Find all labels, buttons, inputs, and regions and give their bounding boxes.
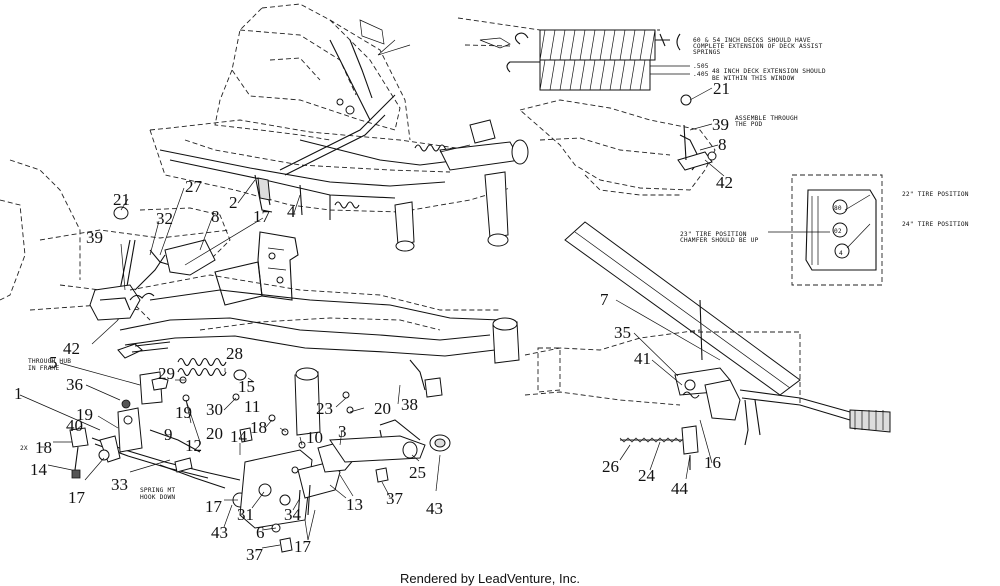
render-credit: Rendered by LeadVenture, Inc. [400, 571, 580, 586]
callout-6: 6 [256, 523, 265, 542]
callout-36: 36 [66, 375, 83, 394]
left-lever-assembly [0, 159, 231, 321]
callout-42: 42 [63, 339, 80, 358]
callout-44: 44 [671, 479, 689, 498]
tire-position-detail [791, 174, 883, 286]
upper-frame-assembly [149, 3, 529, 252]
callout-14: 14 [230, 427, 248, 446]
note-tire-23-line1: 23" TIRE POSITION [680, 231, 747, 238]
callout-26: 26 [602, 457, 619, 476]
callout-30: 30 [206, 400, 223, 419]
note-deck-assist-line2: COMPLETE EXTENSION OF DECK ASSIST [693, 43, 823, 50]
callout-17: 17 [68, 488, 86, 507]
callout-41: 41 [634, 349, 651, 368]
callout-34: 34 [284, 505, 302, 524]
callout-9: 9 [164, 425, 173, 444]
note-deck48-line2: BE WITHIN THIS WINDOW [712, 75, 795, 82]
callout-10: 10 [306, 428, 323, 447]
callout-1: 1 [14, 384, 23, 403]
callout-21: 21 [113, 190, 130, 209]
callout-40: 40 [66, 416, 83, 435]
deck-assist-spring-detail [457, 17, 690, 91]
callout-2: 2 [229, 193, 238, 212]
callout-32: 32 [156, 209, 173, 228]
callout-4: 4 [287, 202, 296, 221]
callout-16: 16 [704, 453, 721, 472]
callout-19: 19 [76, 405, 93, 424]
callout-33: 33 [111, 475, 128, 494]
callout-25: 25 [409, 463, 426, 482]
callout-29: 29 [158, 364, 175, 383]
tire-hole-label-b: 02 [834, 228, 842, 235]
note-dim-405: .405 [693, 71, 709, 78]
note-qty-2x: 2X [20, 445, 28, 452]
note-tire-22: 22" TIRE POSITION [902, 191, 969, 198]
leader-lines [19, 39, 871, 549]
note-deck48-line1: 48 INCH DECK EXTENSION SHOULD [712, 68, 826, 75]
callout-12: 12 [185, 436, 202, 455]
steering-arm-detail [524, 221, 891, 470]
callout-39: 39 [86, 228, 103, 247]
note-pod-line2: THE POD [735, 121, 763, 128]
callout-5: 5 [49, 353, 58, 372]
note-tire-24: 24" TIRE POSITION [902, 221, 969, 228]
callout-43: 43 [211, 523, 228, 542]
callout-3: 3 [338, 422, 347, 441]
diagram-notes: 60 & 54 INCH DECKS SHOULD HAVE COMPLETE … [20, 37, 969, 501]
callout-17: 17 [205, 497, 223, 516]
callout-35: 35 [614, 323, 631, 342]
callout-7: 7 [600, 290, 609, 309]
note-spring-line2: HOOK DOWN [140, 494, 175, 501]
tire-hole-label-c: 4 [839, 250, 843, 257]
note-pod-line1: ASSEMBLE THROUGH [735, 115, 798, 122]
pod-detail [519, 94, 717, 196]
lower-linkage-assembly [69, 407, 253, 508]
callout-20: 20 [374, 399, 391, 418]
part-callouts: 21 39 8 42 21 32 27 8 2 17 4 39 42 5 28 … [14, 79, 733, 564]
callout-17: 17 [294, 537, 312, 556]
callout-39: 39 [712, 115, 729, 134]
note-dim-505: .505 [693, 63, 709, 70]
callout-17: 17 [253, 207, 271, 226]
callout-13: 13 [346, 495, 363, 514]
note-hub-line1: THROUGH HUB [28, 358, 71, 365]
tire-hole-label-a: 80 [834, 205, 842, 212]
callout-20: 20 [206, 424, 223, 443]
callout-42: 42 [716, 173, 733, 192]
callout-43: 43 [426, 499, 443, 518]
callout-38: 38 [401, 395, 418, 414]
note-spring-line1: SPRING MT [140, 487, 175, 494]
callout-27: 27 [185, 177, 203, 196]
callout-21: 21 [713, 79, 730, 98]
main-frame-assembly [117, 231, 520, 459]
note-hub-line2: IN FRAME [28, 365, 59, 372]
callout-14: 14 [30, 460, 48, 479]
callout-18: 18 [35, 438, 52, 457]
callout-18: 18 [250, 418, 267, 437]
note-deck-assist-line1: 60 & 54 INCH DECKS SHOULD HAVE [693, 37, 811, 44]
callout-37: 37 [386, 489, 404, 508]
note-tire-23-line2: CHAMFER SHOULD BE UP [680, 237, 759, 244]
callout-11: 11 [244, 397, 260, 416]
callout-8: 8 [718, 135, 727, 154]
note-deck-assist-line3: SPRINGS [693, 49, 721, 56]
callout-31: 31 [237, 505, 254, 524]
callout-24: 24 [638, 466, 656, 485]
callout-37: 37 [246, 545, 264, 564]
callout-15: 15 [238, 377, 255, 396]
callout-28: 28 [226, 344, 243, 363]
callout-8: 8 [211, 207, 220, 226]
callout-19: 19 [175, 403, 192, 422]
callout-23: 23 [316, 399, 333, 418]
lower-shaft-assembly [239, 419, 451, 553]
